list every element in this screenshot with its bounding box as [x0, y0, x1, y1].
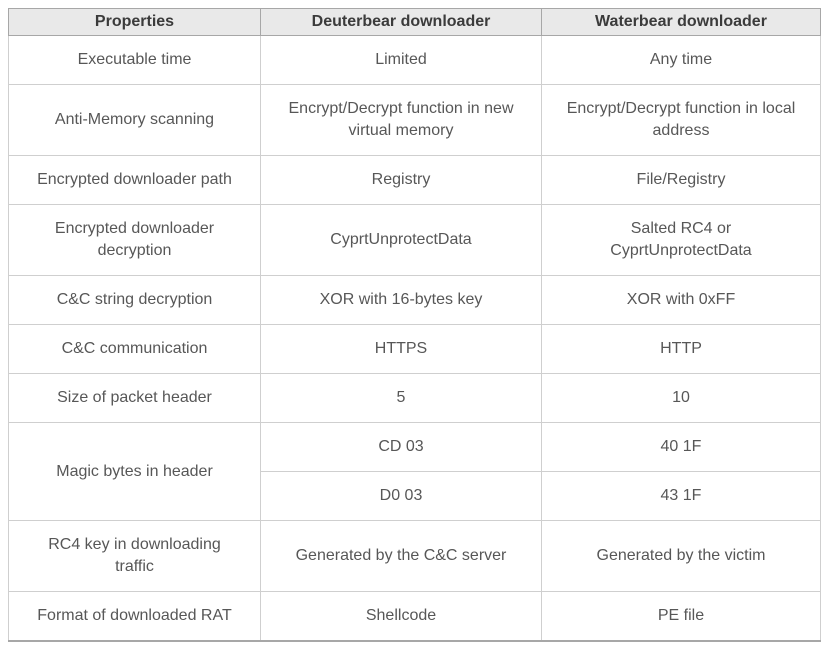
- property-cell: Format of downloaded RAT: [8, 591, 261, 642]
- comparison-table-container: Properties Deuterbear downloader Waterbe…: [8, 8, 821, 642]
- property-cell: C&C string decryption: [8, 275, 261, 325]
- waterbear-cell: Any time: [541, 35, 821, 85]
- waterbear-cell: Salted RC4 or CyprtUnprotectData: [541, 204, 821, 276]
- property-cell: Size of packet header: [8, 373, 261, 423]
- column-header-waterbear: Waterbear downloader: [541, 8, 821, 36]
- waterbear-cell: File/Registry: [541, 155, 821, 205]
- waterbear-cell: 10: [541, 373, 821, 423]
- deuterbear-cell: CD 03: [260, 422, 542, 472]
- waterbear-cell: Generated by the victim: [541, 520, 821, 592]
- waterbear-cell: XOR with 0xFF: [541, 275, 821, 325]
- table-header: Properties Deuterbear downloader Waterbe…: [8, 8, 821, 36]
- deuterbear-cell: CyprtUnprotectData: [260, 204, 542, 276]
- downloader-comparison-table: Properties Deuterbear downloader Waterbe…: [8, 8, 821, 642]
- column-header-deuterbear: Deuterbear downloader: [260, 8, 542, 36]
- deuterbear-cell: Registry: [260, 155, 542, 205]
- waterbear-cell: PE file: [541, 591, 821, 642]
- property-cell: C&C communication: [8, 324, 261, 374]
- waterbear-cell: 43 1F: [541, 471, 821, 521]
- deuterbear-cell: XOR with 16-bytes key: [260, 275, 542, 325]
- waterbear-cell: 40 1F: [541, 422, 821, 472]
- deuterbear-cell: D0 03: [260, 471, 542, 521]
- column-header-properties: Properties: [8, 8, 261, 36]
- property-cell: Executable time: [8, 35, 261, 85]
- property-cell: Magic bytes in header: [8, 422, 261, 521]
- deuterbear-cell: Shellcode: [260, 591, 542, 642]
- deuterbear-cell: HTTPS: [260, 324, 542, 374]
- waterbear-cell: HTTP: [541, 324, 821, 374]
- table-header-row: Properties Deuterbear downloader Waterbe…: [8, 8, 821, 36]
- deuterbear-cell: Encrypt/Decrypt function in new virtual …: [260, 84, 542, 156]
- waterbear-cell: Encrypt/Decrypt function in local addres…: [541, 84, 821, 156]
- property-cell: Encrypted downloader path: [8, 155, 261, 205]
- deuterbear-cell: 5: [260, 373, 542, 423]
- deuterbear-cell: Generated by the C&C server: [260, 520, 542, 592]
- deuterbear-cell: Limited: [260, 35, 542, 85]
- property-cell: Encrypted downloader decryption: [8, 204, 261, 276]
- property-cell: RC4 key in downloading traffic: [8, 520, 261, 592]
- property-cell: Anti-Memory scanning: [8, 84, 261, 156]
